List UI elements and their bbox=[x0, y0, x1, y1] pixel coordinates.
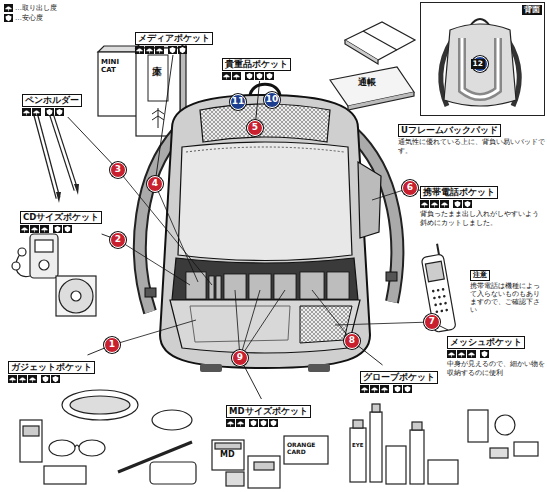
pocket-name: ペンホルダー bbox=[22, 94, 82, 107]
back-view-drawing bbox=[441, 19, 519, 106]
legend-icon bbox=[4, 4, 14, 12]
rating-icons bbox=[22, 108, 66, 117]
callout-number: 5 bbox=[247, 120, 263, 136]
legend-icon bbox=[4, 14, 14, 22]
pen-illustration bbox=[35, 110, 79, 203]
pocket-name: メッシュポケット bbox=[447, 336, 525, 349]
leader-connector bbox=[439, 326, 448, 330]
pocket-label: CDサイズポケット bbox=[20, 205, 104, 234]
callout-number: 6 bbox=[403, 181, 417, 194]
notebook-illustration bbox=[345, 22, 415, 64]
passbook-text: 通帳 bbox=[358, 77, 376, 87]
pocket-label: 貴重品ポケット bbox=[222, 52, 300, 81]
leader-connector bbox=[102, 234, 111, 237]
pocket-label: メッシュポケット中身が見えるので、細かい物を収納するのに便利 bbox=[447, 330, 545, 378]
pocket-name: CDサイズポケット bbox=[20, 211, 102, 224]
legend-text: …取り出し度 bbox=[15, 4, 57, 13]
phone-illustration bbox=[419, 243, 456, 332]
callout-number: 8 bbox=[345, 334, 359, 347]
pocket-description: 背負ったまま出し入れがしやすいよう斜めにカットしました。 bbox=[420, 210, 540, 228]
legend-row: …安心度 bbox=[4, 13, 57, 23]
leader-connector bbox=[88, 348, 105, 355]
callout-number: 8 bbox=[344, 333, 360, 349]
callout-number: 11 bbox=[231, 95, 245, 108]
book-title: MINI CAT bbox=[101, 58, 135, 74]
callout-number: 4 bbox=[148, 177, 162, 190]
rating-icons bbox=[420, 200, 474, 209]
callout-number: 2 bbox=[111, 233, 125, 246]
callout-number: 1 bbox=[105, 338, 119, 351]
leader-connector bbox=[68, 117, 113, 164]
caution-text: 携帯電話は機種によって入らないものもありますので、ご確認下さい bbox=[470, 282, 544, 314]
small-items-illustration bbox=[468, 410, 538, 458]
bottle-text: EYE bbox=[352, 442, 364, 448]
callout-number: 9 bbox=[232, 350, 248, 366]
bottles-illustration bbox=[350, 404, 458, 484]
gadget-items-illustration bbox=[20, 390, 196, 484]
callout-number: 7 bbox=[424, 314, 440, 330]
callout-number: 9 bbox=[233, 351, 247, 364]
leader-connector bbox=[358, 346, 382, 365]
legend-text: …安心度 bbox=[15, 14, 43, 23]
card-text: ORANGE CARD bbox=[287, 441, 327, 455]
md-text: MD bbox=[220, 450, 235, 459]
callout-number: 2 bbox=[110, 232, 126, 248]
back-view-panel: 背面 12 bbox=[420, 2, 545, 116]
callout-number: 7 bbox=[425, 315, 439, 328]
rating-icons bbox=[447, 350, 491, 359]
leader-lines bbox=[112, 170, 432, 358]
leader-connector bbox=[156, 55, 173, 176]
callout-number: 4 bbox=[147, 176, 163, 192]
pocket-name: 貴重品ポケット bbox=[222, 58, 291, 71]
pocket-name: ガジェットポケット bbox=[8, 361, 95, 374]
callout-number: 11 bbox=[230, 94, 246, 110]
callout-number: 10 bbox=[264, 92, 280, 108]
backpack-drawing bbox=[140, 84, 397, 372]
legend-row: …取り出し度 bbox=[4, 3, 57, 13]
pocket-description: 中身が見えるので、細かい物を収納するのに便利 bbox=[447, 360, 545, 378]
rating-icons bbox=[222, 72, 276, 81]
callout-number: 5 bbox=[248, 121, 262, 134]
callout-number: 3 bbox=[110, 162, 126, 178]
pocket-name: メディアポケット bbox=[135, 32, 213, 45]
pocket-label: MDサイズポケット bbox=[226, 399, 312, 428]
pocket-label: 携帯電話ポケット背負ったまま出し入れがしやすいよう斜めにカットしました。 bbox=[420, 180, 540, 228]
rating-icons bbox=[8, 375, 62, 384]
pocket-label: ガジェットポケット bbox=[8, 355, 96, 384]
caution-tag: 注意 bbox=[470, 270, 490, 281]
pocket-name: MDサイズポケット bbox=[226, 405, 311, 418]
callout-number: 3 bbox=[111, 163, 125, 176]
callout-number: 6 bbox=[402, 180, 418, 196]
md-items-illustration bbox=[212, 436, 328, 488]
pocket-label: グローブポケット bbox=[360, 365, 442, 394]
callout-number: 12 bbox=[472, 56, 488, 72]
callout-number: 10 bbox=[265, 93, 279, 106]
rating-icons bbox=[20, 225, 74, 234]
callout-number: 1 bbox=[104, 337, 120, 353]
pocket-label: ペンホルダー bbox=[22, 88, 86, 117]
caution-note: 注意携帯電話は機種によって入らないものもありますので、ご確認下さい bbox=[470, 262, 544, 314]
pocket-name: Uフレームバックパッド bbox=[398, 124, 501, 137]
cd-player-illustration bbox=[12, 234, 96, 316]
leader-connector bbox=[244, 365, 262, 399]
rating-icons bbox=[360, 385, 414, 394]
leader-connector bbox=[256, 81, 260, 120]
pocket-name: グローブポケット bbox=[360, 371, 438, 384]
callout-number: 12 bbox=[471, 59, 485, 69]
rating-icons bbox=[135, 46, 189, 55]
pad-label: Uフレームバックパッド通気性に優れている上に、背負い易いパッドです。 bbox=[398, 118, 545, 156]
pocket-name: 携帯電話ポケット bbox=[420, 186, 498, 199]
pocket-description: 通気性に優れている上に、背負い易いパッドです。 bbox=[398, 138, 545, 156]
rating-icons bbox=[226, 419, 280, 428]
leader-connector bbox=[418, 189, 420, 191]
view-tag: 背面 bbox=[522, 5, 542, 15]
passbook-illustration bbox=[330, 67, 414, 110]
pocket-label: メディアポケット bbox=[135, 26, 215, 55]
